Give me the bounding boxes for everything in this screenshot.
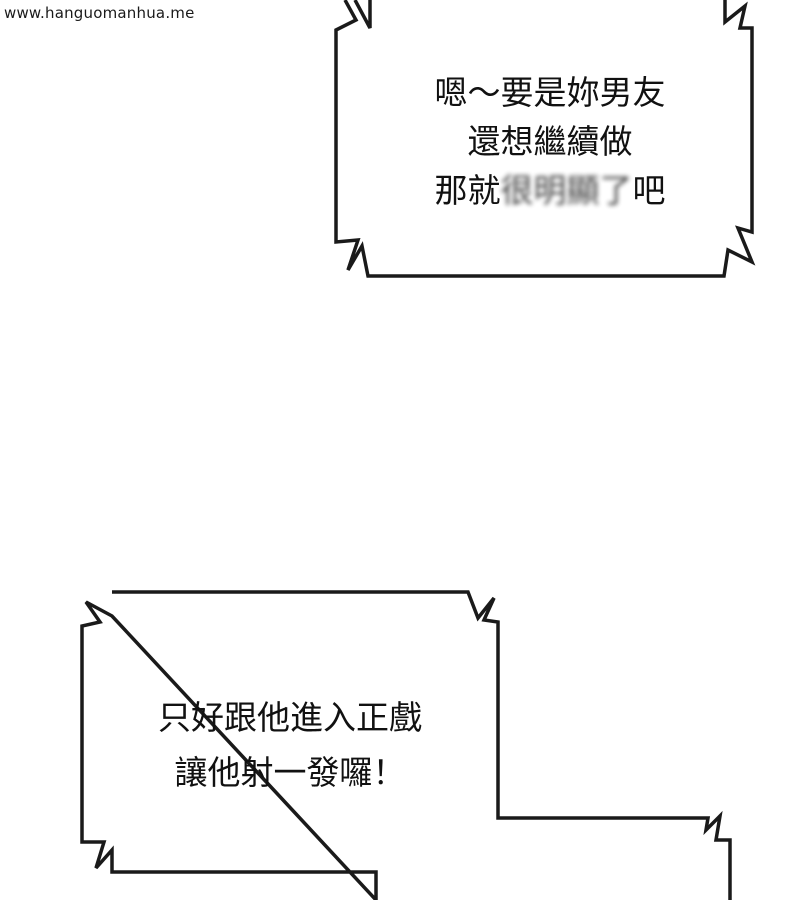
dialogue-line: 只好跟他進入正戲 [158,698,422,737]
speech-bubble-bottom-outline [80,590,732,900]
dialogue-line: 嗯～要是妳男友 [434,73,666,112]
speech-bubble-top-text: 嗯～要是妳男友 還想繼續做 那就很明顯了吧 [360,68,740,215]
speech-bubble-bottom-text: 只好跟他進入正戲 讓他射一發囉！ [110,690,470,800]
site-watermark: www.hanguomanhua.me [4,4,195,22]
speech-bubble-top-outline [334,0,756,278]
dialogue-fragment: 那就 [434,171,501,210]
dialogue-line: 還想繼續做 [467,122,633,161]
dialogue-fragment: 吧 [632,171,666,210]
censored-text: 很明顯了 [500,171,633,210]
dialogue-line: 那就很明顯了吧 [360,166,740,215]
dialogue-line: 讓他射一發囉！ [174,753,406,792]
